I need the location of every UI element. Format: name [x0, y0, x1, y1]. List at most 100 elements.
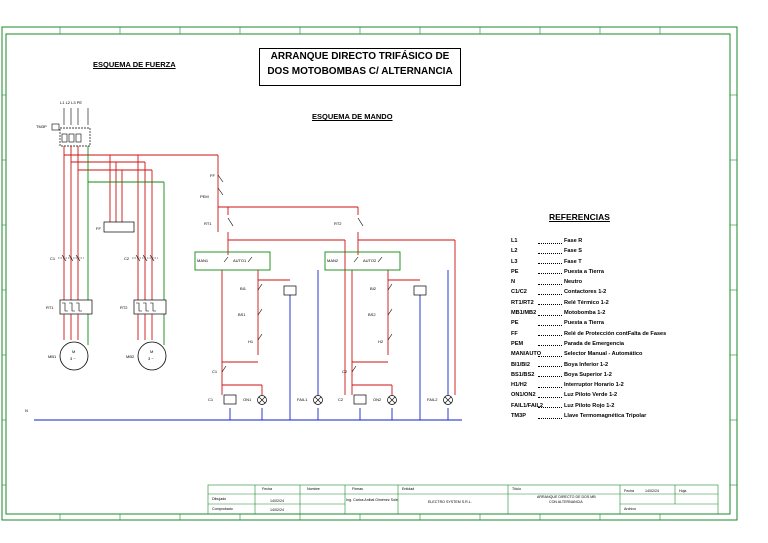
reference-desc: Puesta a Tierra: [564, 268, 605, 275]
reference-row: ON1/ON2 Luz Piloto Verde 1-2: [511, 390, 721, 400]
references-title: REFERENCIAS: [549, 212, 610, 222]
label-rt1-control: RT1: [204, 221, 212, 226]
reference-desc: Parada de Emergencia: [564, 340, 625, 347]
reference-code: MAN/AUTO: [511, 351, 542, 358]
reference-leader: [538, 345, 562, 347]
reference-leader: [538, 263, 562, 265]
label-man1: MAN1: [197, 258, 209, 263]
tb-date2: 14/02/24: [270, 508, 284, 512]
label-mb2: MB2: [126, 354, 135, 359]
reference-code: BI1/BI2: [511, 361, 530, 368]
reference-code: L2: [511, 248, 518, 255]
reference-desc: Interruptor Horario 1-2: [564, 382, 624, 389]
tb-date1: 14/02/24: [270, 499, 284, 503]
reference-desc: Selector Manual - Automático: [564, 351, 643, 358]
reference-desc: Luz Piloto Verde 1-2: [564, 392, 618, 399]
label-l1: L1: [60, 100, 65, 105]
reference-desc: Fase T: [564, 258, 582, 265]
title-line-2: DOS MOTOBOMBAS C/ ALTERNANCIA: [267, 66, 453, 77]
label-bi2: BI2: [370, 286, 377, 291]
label-pem: PEM: [200, 194, 209, 199]
reference-desc: Relé Térmico 1-2: [564, 299, 609, 306]
line-labels: L1 L2 L3 PE: [60, 100, 82, 105]
reference-code: MB1/MB2: [511, 310, 537, 317]
reference-row: FF Relé de Protección contFalta de Fases: [511, 329, 721, 339]
motor1-m: M: [72, 349, 76, 354]
reference-row: L1 Fase R: [511, 236, 721, 246]
reference-leader: [538, 283, 562, 285]
reference-desc: Boya Inferior 1-2: [564, 361, 609, 368]
reference-leader: [538, 242, 562, 244]
reference-code: ON1/ON2: [511, 392, 536, 399]
label-rt2-control: RT2: [334, 221, 342, 226]
label-c2-coil: C2: [338, 397, 344, 402]
reference-code: PEM: [511, 340, 524, 347]
reference-leader: [538, 252, 562, 254]
reference-row: PEM Parada de Emergencia: [511, 339, 721, 349]
label-h1: H1: [248, 339, 254, 344]
selector-box-2: [324, 251, 401, 271]
label-h2: H2: [378, 339, 384, 344]
label-tm3p: TM3P: [36, 124, 47, 129]
tb-project-1: ARRANQUE DIRECTO DE DOS MB: [537, 495, 596, 499]
reference-leader: [538, 407, 562, 409]
reference-leader: [538, 355, 562, 357]
label-auto2: AUTO2: [363, 258, 377, 263]
reference-leader: [538, 293, 562, 295]
reference-code: TM3P: [511, 413, 526, 420]
label-n: N: [25, 408, 28, 413]
reference-row: PE Puesta a Tierra: [511, 267, 721, 277]
label-fail1: FAIL1: [297, 397, 308, 402]
reference-code: PE: [511, 320, 519, 327]
reference-desc: Contactores 1-2: [564, 289, 607, 296]
reference-leader: [538, 417, 562, 419]
reference-desc: Motobomba 1-2: [564, 310, 606, 317]
reference-desc: Luz Piloto Rojo 1-2: [564, 402, 615, 409]
reference-code: N: [511, 279, 516, 286]
reference-leader: [538, 324, 562, 326]
label-bs1: BS1: [238, 312, 246, 317]
control-diagram: [34, 165, 462, 421]
tb-fecha2-value: 14/02/24: [645, 489, 659, 493]
reference-code: C1/C2: [511, 289, 527, 296]
label-ff-power: FF: [96, 226, 101, 231]
tb-nombre-header: Nombre: [307, 487, 320, 491]
motor2-m: M: [150, 349, 154, 354]
power-section-title: ESQUEMA DE FUERZA: [93, 60, 176, 69]
ff-relay: [103, 221, 135, 233]
reference-desc: Fase R: [564, 238, 583, 244]
tb-fecha-header: Fecha: [262, 487, 272, 491]
reference-code: H1/H2: [511, 382, 527, 389]
reference-desc: Boya Superior 1-2: [564, 371, 612, 378]
tb-hoja-header: Hoja: [679, 489, 687, 493]
tb-comprobado: Comprobado: [212, 507, 233, 511]
reference-leader: [538, 335, 562, 337]
motor-mb1: [59, 341, 89, 371]
motor2-sym: 3 ~: [148, 356, 154, 361]
reference-row: MB1/MB2 Motobomba 1-2: [511, 308, 721, 318]
label-rt1-power: RT1: [46, 305, 54, 310]
label-bs2: BS2: [368, 312, 376, 317]
label-c1-coil: C1: [208, 397, 214, 402]
reference-code: FAIL1/FAIL2: [511, 402, 544, 409]
reference-code: PE: [511, 268, 519, 275]
label-c1-control: C1: [212, 369, 218, 374]
reference-desc: Relé de Protección contFalta de Fases: [564, 330, 667, 337]
diagram-title: ARRANQUE DIRECTO TRIFÁSICO DE DOS MOTOBO…: [259, 48, 461, 86]
label-pe: PE: [76, 100, 83, 105]
reference-code: L1: [511, 238, 518, 244]
label-rt2-power: RT2: [120, 305, 128, 310]
reference-row: FAIL1/FAIL2 Luz Piloto Rojo 1-2: [511, 401, 721, 411]
reference-code: FF: [511, 330, 518, 337]
tb-entity: ELECTRO SYSTEM S.R.L.: [428, 500, 472, 504]
label-l3: L3: [71, 100, 76, 105]
control-section-title: ESQUEMA DE MANDO: [312, 112, 393, 121]
